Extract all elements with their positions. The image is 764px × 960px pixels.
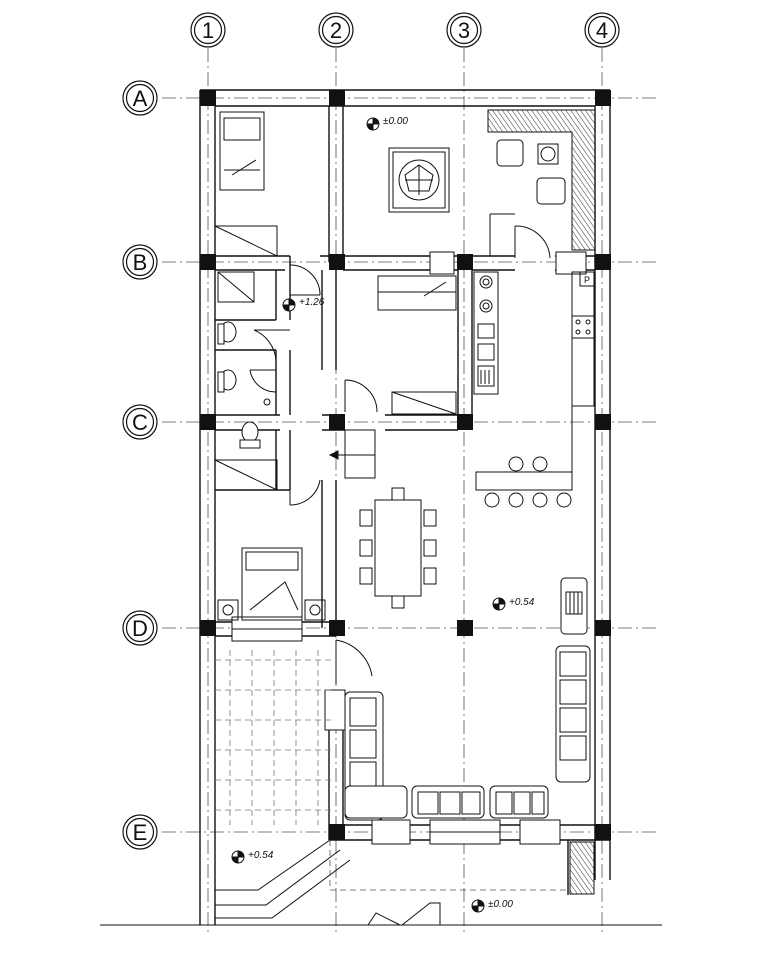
level-label-entry: ±0.00 (488, 899, 513, 910)
level-label-bath: +1.26 (299, 297, 325, 308)
grid-bubble-1 (190, 12, 226, 48)
grid-bubble-A (122, 80, 158, 116)
level-label-top: ±0.00 (383, 116, 408, 127)
dining-set (359, 487, 437, 609)
level-label-main: +0.54 (509, 597, 535, 608)
bedroom-topleft-bed (219, 111, 265, 191)
grid-label-E: E (133, 820, 148, 845)
grid-bubble-C (122, 404, 158, 440)
level-marker-top (366, 117, 380, 131)
top-lounge (388, 147, 450, 213)
grid-bubble-E (122, 814, 158, 850)
row-markers (122, 80, 158, 850)
bathroom-fixtures (217, 271, 271, 449)
bedroom-mid-bed (377, 275, 457, 311)
level-marker-entry (471, 899, 485, 913)
armchairs-top-right (496, 139, 566, 205)
planter-bottom-right (569, 841, 595, 895)
sofa-set (344, 645, 591, 821)
windows (231, 251, 587, 845)
grid-lines (162, 48, 660, 935)
grid-bubble-3 (446, 12, 482, 48)
pergola-grid (215, 650, 335, 825)
grid-bubble-2 (318, 12, 354, 48)
grid-label-1: 1 (202, 18, 214, 43)
level-marker-bath (282, 298, 296, 312)
doors (249, 225, 551, 684)
grid-label-3: 3 (458, 18, 470, 43)
column-markers (190, 12, 620, 48)
yard-ramp (100, 839, 662, 926)
planter-top-right (487, 109, 596, 251)
grid-bubble-4 (584, 12, 620, 48)
grid-label-B: B (133, 250, 148, 275)
bedroom-lower-bed (217, 547, 326, 621)
grid-label-D: D (132, 616, 148, 641)
grid-bubble-D (122, 610, 158, 646)
kitchen-island (475, 406, 573, 508)
level-marker-main (492, 597, 506, 611)
grid-label-A: A (133, 86, 148, 111)
tv-unit (560, 577, 588, 635)
grid-label-2: 2 (330, 18, 342, 43)
grid-label-C: C (132, 410, 148, 435)
grid-label-4: 4 (596, 18, 608, 43)
dashed-boundary (329, 840, 568, 891)
fridge-label: P (584, 275, 590, 285)
kitchen-counter (473, 271, 595, 407)
grid-bubble-B (122, 244, 158, 280)
level-marker-yard (231, 850, 245, 864)
level-label-yard: +0.54 (248, 850, 274, 861)
stairs-center (328, 213, 515, 479)
stairs-left (214, 225, 278, 491)
